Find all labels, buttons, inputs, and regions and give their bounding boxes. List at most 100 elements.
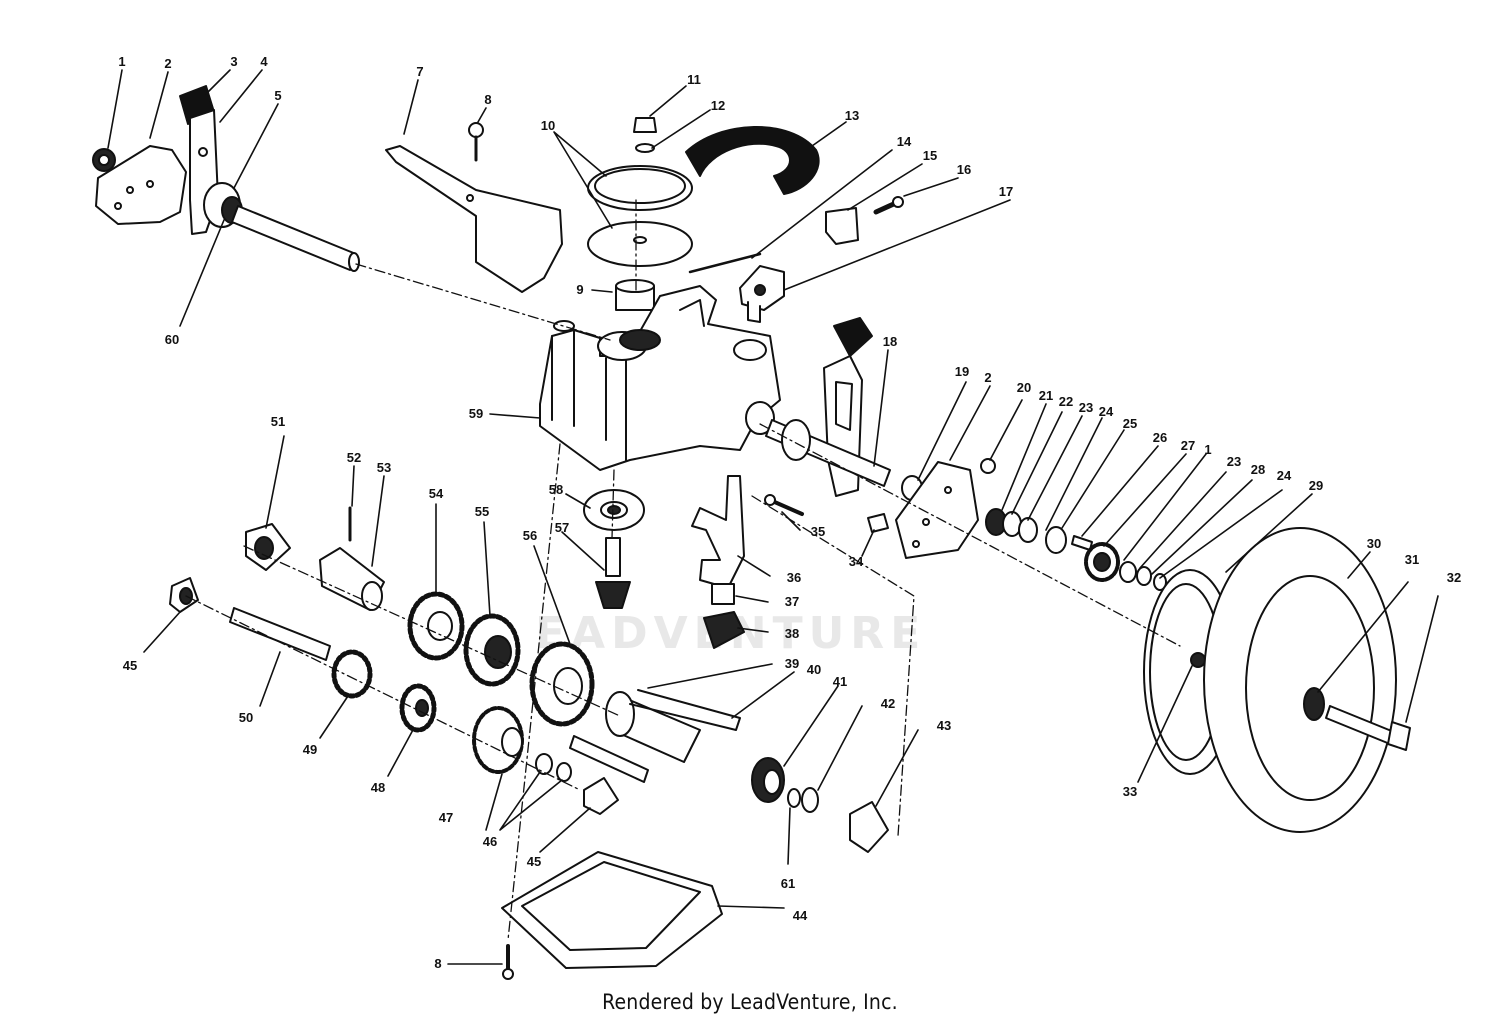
part-27-drive-gear [1084,542,1120,582]
part-61-retaining-ring [787,788,801,808]
part-15-clip [825,207,859,245]
part-1-knob [92,148,116,172]
callout-21: 21 [1039,388,1053,403]
callout-44: 44 [793,908,808,923]
callout-24a: 24 [1099,404,1114,419]
part-50-shaft [229,607,331,661]
part-55-gear [463,613,521,687]
assembly-centerlines [185,199,1181,941]
callout-25: 25 [1123,416,1137,431]
part-57-pinion-gear [595,537,631,609]
leader-lines [107,69,1439,965]
callout-18: 18 [883,334,897,349]
callout-12: 12 [711,98,725,113]
part-41-bearing [751,757,785,803]
callout-58: 58 [549,482,563,497]
callout-14: 14 [897,134,912,149]
callout-57: 57 [555,520,569,535]
callout-1: 1 [118,54,125,69]
callout-45b: 45 [527,854,541,869]
callout-8a: 8 [484,92,491,107]
callout-19: 19 [955,364,969,379]
callout-53: 53 [377,460,391,475]
callout-38: 38 [785,626,799,641]
callout-7: 7 [416,64,423,79]
part-28-clips [1119,561,1167,591]
callout-5: 5 [274,88,281,103]
part-2-bracket [95,145,187,225]
part-7-shift-cover [385,145,563,293]
callout-15: 15 [923,148,937,163]
callout-51: 51 [271,414,285,429]
part-46-washers [535,753,572,782]
callout-27: 27 [1181,438,1195,453]
callout-29: 29 [1309,478,1323,493]
part-45-bushing-left [169,577,199,613]
part-42-washer [801,787,819,813]
callout-23a: 23 [1079,400,1093,415]
callout-3: 3 [230,54,237,69]
callout-37: 37 [785,594,799,609]
part-35-bolt [764,494,804,516]
callout-41: 41 [833,674,847,689]
part-43-bushing [849,801,889,853]
callout-1b: 1 [1204,442,1211,457]
callout-61: 61 [781,876,795,891]
part-47-gear [472,706,524,774]
part-21-22-23-24-washers [985,508,1067,554]
callout-55: 55 [475,504,489,519]
part-2-bracket-right [895,461,979,559]
callout-10: 10 [541,118,555,133]
callout-54: 54 [429,486,444,501]
callout-23b: 23 [1227,454,1241,469]
part-39-key [569,735,649,783]
callout-2: 2 [164,56,171,71]
part-58-bearing [583,489,645,531]
part-13-belt [685,126,820,195]
callout-33: 33 [1123,784,1137,799]
part-48-gear [399,683,437,733]
callout-8b: 8 [434,956,441,971]
callout-39: 39 [785,656,799,671]
callout-59: 59 [469,406,483,421]
part-56-gear [529,641,595,727]
callout-16: 16 [957,162,971,177]
callout-48: 48 [371,780,385,795]
part-12-washer [635,143,655,153]
footer-credit: Rendered by LeadVenture, Inc. [602,990,898,1014]
callout-45a: 45 [123,658,137,673]
part-30-wheel [1203,527,1397,833]
part-36-shift-fork [691,475,745,589]
callout-42: 42 [881,696,895,711]
part-9-bushing [615,279,655,311]
callout-34: 34 [849,554,864,569]
callout-36: 36 [787,570,801,585]
part-38-clutch [703,611,745,649]
part-51-bushing [245,523,291,571]
part-44-gear-cover [501,851,723,969]
part-59-transmission-housing [539,285,781,471]
callout-30: 30 [1367,536,1381,551]
callout-49: 49 [303,742,317,757]
callout-9: 9 [576,282,583,297]
callout-31: 31 [1405,552,1419,567]
part-34-nut [867,513,889,533]
callout-43: 43 [937,718,951,733]
callout-11: 11 [687,72,701,87]
part-54-gear [407,591,465,661]
callout-32: 32 [1447,570,1461,585]
callout-24b: 24 [1277,468,1292,483]
part-axle-right [765,419,891,487]
callout-50: 50 [239,710,253,725]
callout-13: 13 [845,108,859,123]
callout-2b: 2 [984,370,991,385]
part-11-nut [633,117,657,133]
callout-26: 26 [1153,430,1167,445]
part-40-drive-sleeve [605,689,741,763]
part-8-screw-bottom [502,944,514,980]
part-17-shift-fork [739,265,785,323]
part-45-bushing-center [583,777,619,815]
